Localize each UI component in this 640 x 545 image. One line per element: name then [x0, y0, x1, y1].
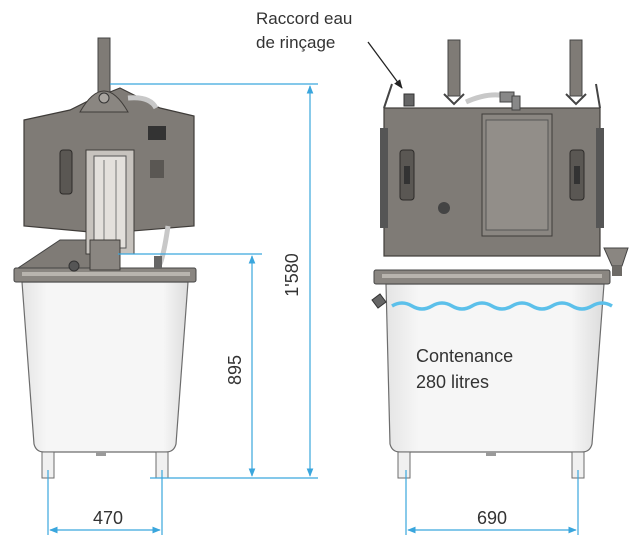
- water-level: [391, 301, 613, 311]
- capacity-label-line2: 280 litres: [416, 372, 489, 392]
- rinse-water-connector: [403, 93, 415, 107]
- callout-label-line1: Raccord eau: [256, 9, 352, 28]
- callout-label-line2: de rinçage: [256, 33, 335, 52]
- front-leg-left: [397, 451, 411, 479]
- side-view: [13, 37, 197, 479]
- dim-label-front-width: 690: [477, 508, 507, 528]
- dim-label-tank-height: 895: [225, 355, 245, 385]
- front-view: [371, 39, 629, 479]
- side-pole: [97, 37, 111, 99]
- dim-label-total-height: 1'580: [282, 253, 302, 296]
- capacity-label-line1: Contenance: [416, 346, 513, 366]
- front-post-right: [569, 39, 583, 97]
- side-tank: [21, 281, 189, 453]
- callout-arrow: [367, 41, 403, 89]
- dim-label-side-width: 470: [93, 508, 123, 528]
- dimension-lines: [47, 83, 579, 535]
- front-post-left: [447, 39, 461, 97]
